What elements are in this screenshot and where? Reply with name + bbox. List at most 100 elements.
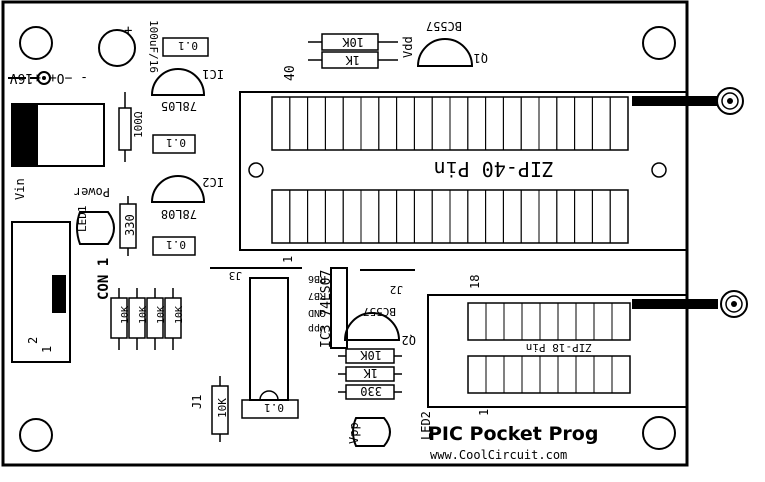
silkscreen-label: 330 <box>360 384 382 398</box>
silkscreen-label: Q1 <box>474 51 488 65</box>
socket-pin-slot <box>593 355 613 394</box>
silkscreen-label: 10K <box>360 348 382 362</box>
socket-pin-slot <box>467 355 487 394</box>
socket-pin-slot <box>609 189 629 244</box>
silkscreen-label: CON 1 <box>96 258 112 300</box>
socket-pin-slot <box>342 96 362 151</box>
power-input: - −O+ +16V <box>8 70 88 85</box>
silkscreen-label: 1K <box>363 366 378 380</box>
socket-pin-slot <box>396 189 415 244</box>
socket-pin-slot <box>485 355 505 394</box>
silkscreen-label: 10K <box>120 306 131 324</box>
ic3-74ls07: IC3 74LS07 0.1 <box>241 270 334 419</box>
silkscreen-label: IC1 <box>202 67 224 81</box>
q1-transistor: BC557 Q1 Vdd <box>401 19 488 67</box>
j1-resistor: 10K J1 <box>190 376 229 442</box>
board-outline <box>1 0 689 467</box>
q2-resistors: 10K 1K 330 <box>338 348 402 400</box>
socket-pin-slot <box>378 96 398 151</box>
socket-pin-slot <box>520 189 540 244</box>
socket-pin-slot <box>591 189 611 244</box>
resistor-100: 100Ω <box>118 92 145 162</box>
socket-pin-slot <box>556 189 576 244</box>
socket-pin-slot <box>557 355 577 394</box>
zip40-socket: ZIP-40 Pin 40 1 <box>239 65 688 263</box>
vin-regulator-block: Vin <box>11 103 105 200</box>
power-led: Power LED1 <box>74 185 115 245</box>
silkscreen-label: 1K <box>345 53 360 67</box>
silkscreen-label: GND <box>308 307 326 318</box>
zip40-lever <box>632 87 744 115</box>
silkscreen-label: 0.1 <box>166 136 186 149</box>
board-title: PIC Pocket Prog <box>428 423 598 445</box>
silkscreen-label: Q2 <box>402 333 416 347</box>
socket-pin-slot <box>449 189 469 244</box>
silkscreen-label: 0.1 <box>166 238 186 251</box>
silkscreen-label: Vpp <box>347 422 361 444</box>
socket-pin-slot <box>557 302 577 341</box>
silkscreen-label: 78L08 <box>161 207 197 221</box>
silkscreen-label: 40 <box>283 65 298 81</box>
socket-pin-slot <box>575 355 595 394</box>
resistor-array-10k: 10K 10K 10K 10K <box>110 288 185 350</box>
silkscreen-label: 2 <box>26 337 40 344</box>
mounting-holes <box>19 26 676 452</box>
silkscreen-label: + <box>124 23 132 39</box>
con1-connector: CON 1 2 1 <box>11 221 112 363</box>
silkscreen-label: 10K <box>216 398 229 418</box>
silkscreen-label: IC2 <box>202 175 224 189</box>
silkscreen-label: 1 <box>477 409 491 416</box>
socket-pin-slot <box>538 189 558 244</box>
q1-resistors: 10K 1K <box>308 33 398 69</box>
socket-pin-slot <box>307 96 326 151</box>
silkscreen-label: LED1 <box>76 206 89 233</box>
jumper-headers: J3 RB6 RB7 GND Vpp J2 <box>210 267 415 349</box>
socket-pin-slot <box>520 96 540 151</box>
resistor-330: 330 <box>119 196 137 256</box>
zip18-socket: ZIP-18 Pin 18 1 <box>427 275 688 416</box>
socket-pin-slot <box>396 96 415 151</box>
board-url: www.CoolCircuit.com <box>430 448 567 462</box>
silkscreen-label: 1 <box>40 346 54 353</box>
silkscreen-label: 10K <box>174 306 185 324</box>
socket-pin-slot <box>539 302 559 341</box>
socket-pin-slot <box>467 96 487 151</box>
mounting-hole-icon <box>19 418 53 452</box>
mounting-hole-icon <box>19 26 53 60</box>
socket-pin-slot <box>485 302 505 341</box>
socket-pin-slot <box>503 302 523 341</box>
socket-pin-slot <box>503 355 523 394</box>
socket-pin-slot <box>575 302 595 341</box>
silkscreen-label: 100Ω <box>132 111 145 138</box>
silkscreen-label: 10K <box>342 35 364 49</box>
silkscreen-label: BC557 <box>426 19 462 33</box>
socket-pin-slot <box>378 189 398 244</box>
socket-pin-slot <box>307 189 326 244</box>
socket-pin-slot <box>538 96 558 151</box>
ic2-regulator: IC2 78L08 <box>150 175 224 221</box>
silkscreen-label: RB7 <box>308 290 326 301</box>
electrolytic-capacitor: + 100uF/16 <box>98 20 160 73</box>
socket-pin-slot <box>413 96 433 151</box>
socket-pin-slot <box>271 96 291 151</box>
silkscreen-label: LED2 <box>419 411 433 440</box>
ic1-regulator: IC1 78L05 <box>150 67 224 113</box>
vpp-led: Vpp LED2 <box>347 411 433 447</box>
socket-pin-slot <box>271 189 291 244</box>
socket-pin-slot <box>467 302 487 341</box>
socket-pin-slot <box>485 189 504 244</box>
socket-pin-slot <box>289 96 309 151</box>
socket-pin-slot <box>574 96 593 151</box>
silkscreen-label: IC3 74LS07 <box>319 270 334 348</box>
silkscreen-label: 10K <box>138 306 149 324</box>
silkscreen-label: BC557 <box>363 305 396 318</box>
socket-pin-slot <box>609 96 629 151</box>
silkscreen-label: RB6 <box>308 273 326 284</box>
mounting-hole-icon <box>642 26 676 60</box>
socket-pin-slot <box>324 189 344 244</box>
socket-pin-slot <box>431 96 451 151</box>
socket-pin-slot <box>413 189 433 244</box>
silkscreen-label: J2 <box>390 283 403 296</box>
